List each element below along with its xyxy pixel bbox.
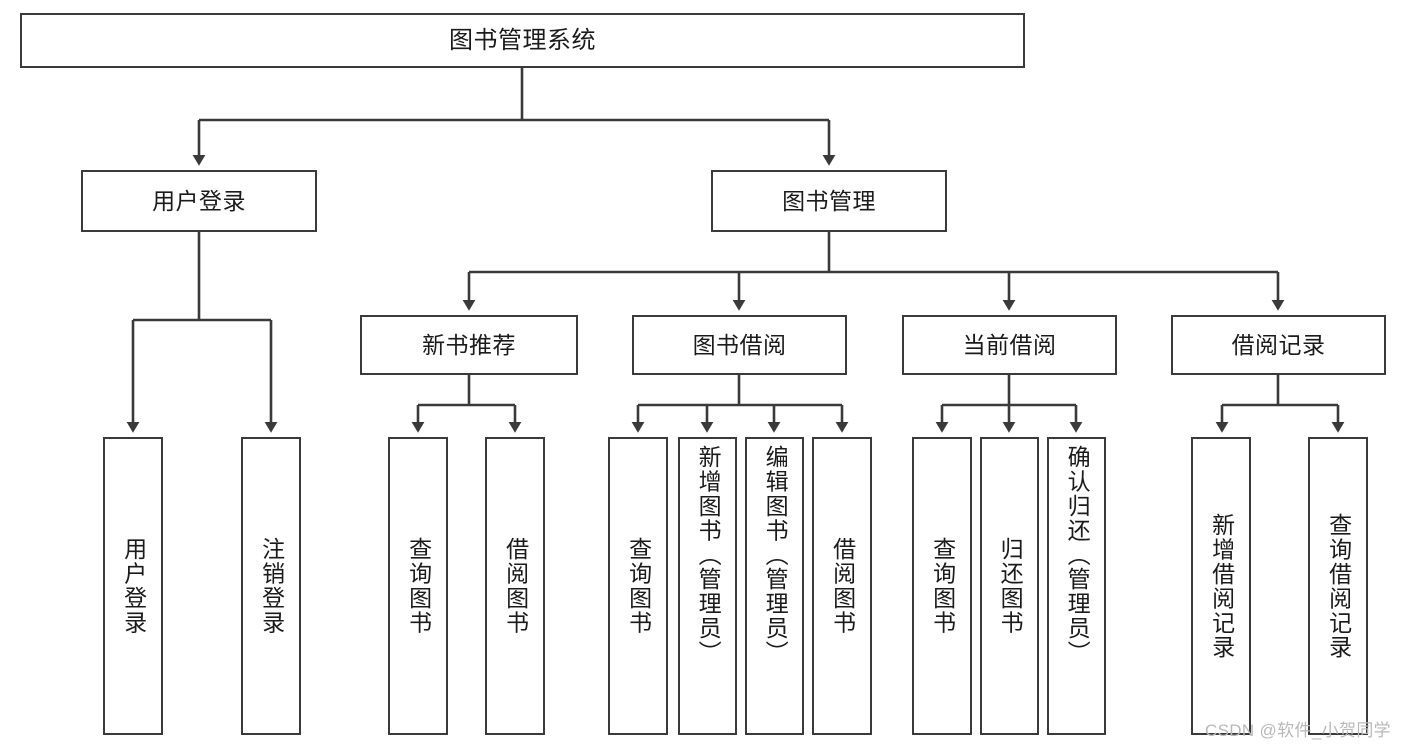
node-leaf-add-record[interactable]: 新增借阅记录 [1191,437,1251,735]
node-label: 借阅记录 [1231,331,1326,358]
node-leaf-user-login[interactable]: 用户登录 [103,437,163,735]
node-leaf-return-book[interactable]: 归还图书 [980,437,1039,735]
node-leaf-borrow-book-1[interactable]: 借阅图书 [485,437,545,735]
node-label: 借阅图书 [502,537,529,635]
node-leaf-query-record[interactable]: 查询借阅记录 [1308,437,1368,735]
node-label: 确认归还（管理员） [1064,445,1091,665]
node-label: 图书借阅 [692,331,787,358]
node-leaf-query-book-3[interactable]: 查询图书 [912,437,972,735]
node-user-login[interactable]: 用户登录 [81,170,317,232]
node-label: 注销登录 [258,537,285,635]
node-label: 新增借阅记录 [1208,512,1235,660]
node-label: 归还图书 [997,537,1024,635]
node-label: 当前借阅 [962,331,1057,358]
node-leaf-borrow-book-2[interactable]: 借阅图书 [812,437,872,735]
node-leaf-confirm-return[interactable]: 确认归还（管理员） [1047,437,1106,735]
node-leaf-query-book-1[interactable]: 查询图书 [388,437,448,735]
watermark: CSDN @软件_小贺同学 [1204,721,1391,740]
node-leaf-add-book[interactable]: 新增图书（管理员） [678,437,737,735]
node-label: 查询借阅记录 [1325,512,1352,660]
node-root-book-management-system[interactable]: 图书管理系统 [20,13,1025,68]
node-label: 借阅图书 [829,537,856,635]
node-label: 图书管理 [782,187,876,214]
node-label: 新增图书（管理员） [695,445,722,665]
node-leaf-edit-book[interactable]: 编辑图书（管理员） [745,437,804,735]
node-book-manage[interactable]: 图书管理 [711,170,947,232]
node-label: 查询图书 [625,537,652,635]
node-current-borrow[interactable]: 当前借阅 [902,315,1117,375]
node-label: 查询图书 [405,537,432,635]
node-label: 图书管理系统 [449,26,596,54]
node-leaf-user-logout[interactable]: 注销登录 [241,437,301,735]
node-label: 编辑图书（管理员） [762,445,789,665]
node-leaf-query-book-2[interactable]: 查询图书 [608,437,668,735]
node-label: 新书推荐 [422,331,516,358]
node-label: 用户登录 [152,187,246,214]
node-new-book-recommend[interactable]: 新书推荐 [360,315,578,375]
node-label: 用户登录 [120,537,147,635]
node-label: 查询图书 [929,537,956,635]
node-book-borrow[interactable]: 图书借阅 [632,315,847,375]
node-borrow-record[interactable]: 借阅记录 [1171,315,1386,375]
